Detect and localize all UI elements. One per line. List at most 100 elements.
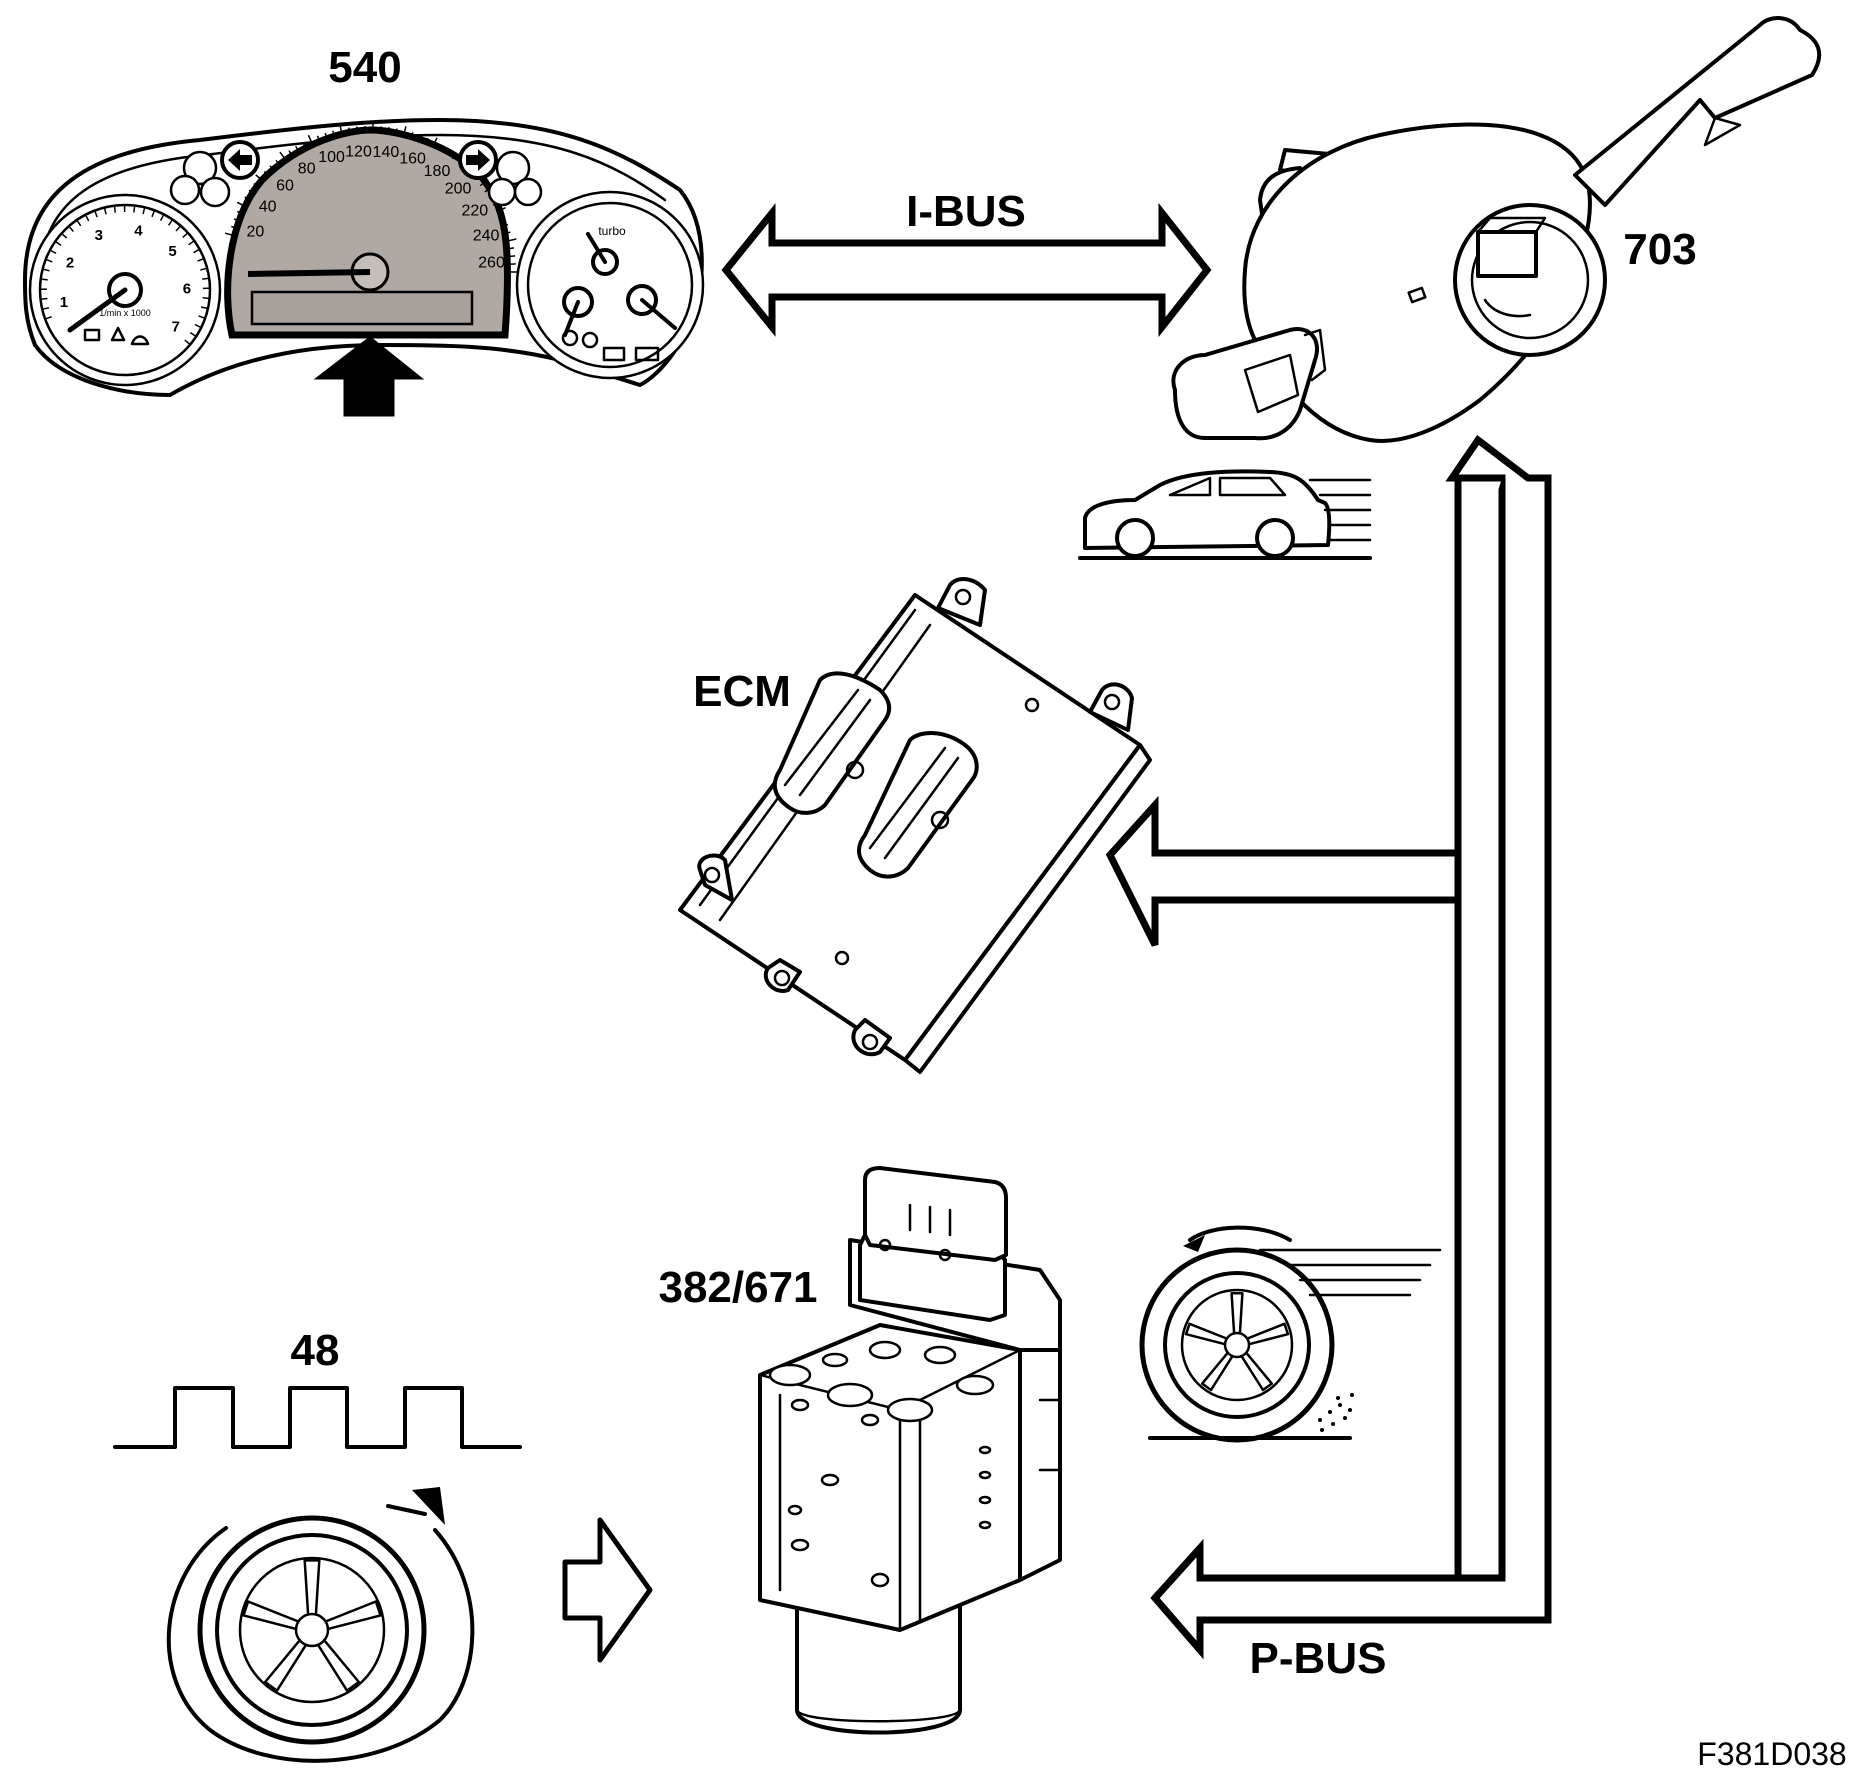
speedometer-tick bbox=[253, 183, 259, 188]
speedometer-tick bbox=[395, 128, 398, 135]
speedometer-tick-label: 120 bbox=[345, 144, 372, 161]
tachometer-tick bbox=[49, 249, 57, 255]
speedometer-tick-label: 200 bbox=[445, 181, 472, 198]
tachometer-tick bbox=[151, 210, 156, 218]
speedometer-tick bbox=[417, 134, 422, 141]
speedometer-tick bbox=[445, 148, 450, 155]
tachometer-tick bbox=[175, 225, 182, 232]
wheel-spoke bbox=[1240, 1351, 1274, 1392]
tachometer-tick bbox=[42, 268, 50, 272]
tachometer-tick bbox=[84, 214, 90, 222]
wheel-hub bbox=[294, 1612, 330, 1648]
wheel-spoke bbox=[316, 1639, 361, 1692]
speedometer-tick bbox=[236, 210, 243, 215]
tachometer-tick-label: 2 bbox=[66, 254, 74, 271]
speedometer-tick bbox=[356, 126, 359, 133]
speedometer-tick-label: 240 bbox=[473, 228, 500, 245]
speedometer-tick bbox=[438, 144, 444, 151]
speedometer-tick-label: 140 bbox=[373, 144, 400, 161]
speedometer-tick bbox=[316, 135, 321, 142]
label-703: 703 bbox=[1623, 225, 1696, 274]
speedometer-tick bbox=[244, 196, 251, 201]
tachometer-tick-label: 4 bbox=[134, 223, 143, 240]
tachometer-tick bbox=[159, 214, 165, 221]
wheel-spin-icon bbox=[1139, 1225, 1442, 1443]
tachometer-tick bbox=[42, 306, 50, 311]
fuel-temp-gauges: turbo bbox=[515, 190, 705, 380]
fog-light-icon bbox=[169, 174, 201, 206]
wheel-spoke bbox=[1200, 1351, 1234, 1392]
tachometer-tick bbox=[194, 323, 202, 329]
tachometer-tick-label: 1 bbox=[60, 294, 68, 311]
i-bus-arrow bbox=[721, 202, 1212, 338]
tachometer-tick bbox=[198, 315, 206, 320]
label-382-671: 382/671 bbox=[658, 1263, 817, 1312]
steering-wheel-module bbox=[1171, 16, 1822, 443]
wheel-hub bbox=[1223, 1331, 1251, 1359]
tachometer-tick-label: 5 bbox=[168, 243, 176, 260]
speedometer-tick bbox=[506, 238, 517, 242]
wheel-spoke bbox=[263, 1639, 308, 1692]
speedometer-tick-label: 20 bbox=[247, 223, 265, 240]
ecm-arrow-upper bbox=[1105, 795, 1462, 947]
speedometer-tick-label: 260 bbox=[478, 254, 505, 271]
tachometer-tick bbox=[167, 219, 174, 226]
speedometer-tick bbox=[339, 124, 343, 135]
parking-brake-icon bbox=[487, 177, 517, 207]
tachometer-tick bbox=[202, 277, 210, 280]
wheel-spoke bbox=[242, 1600, 300, 1631]
rear-fog-icon bbox=[199, 176, 231, 208]
speedometer-tick bbox=[499, 216, 506, 220]
tachometer-tick-label: 7 bbox=[172, 319, 180, 336]
tachometer-tick bbox=[200, 306, 209, 310]
speedometer-tick bbox=[507, 247, 515, 250]
tachometer-tick bbox=[193, 248, 200, 254]
turn-signal-right-icon bbox=[458, 140, 498, 180]
speedometer-tick bbox=[288, 150, 293, 157]
speedometer-tick bbox=[233, 218, 240, 222]
headlight-icon bbox=[182, 150, 218, 186]
abs-control-unit bbox=[758, 1166, 1062, 1735]
speedometer-tick bbox=[224, 232, 235, 237]
label-ecm: ECM bbox=[693, 667, 791, 716]
tachometer-tick bbox=[40, 278, 48, 281]
speedometer-tick bbox=[231, 225, 238, 230]
wheel-spoke bbox=[1230, 1292, 1244, 1335]
tachometer-tick bbox=[188, 240, 195, 246]
speedometer-tick bbox=[332, 130, 336, 137]
tachometer-tick bbox=[184, 339, 191, 346]
tachometer-tick bbox=[200, 267, 208, 271]
speedometer-tick bbox=[496, 207, 506, 213]
speedometer-tick bbox=[509, 255, 516, 258]
tachometer-tick bbox=[76, 219, 82, 227]
sensor-signal-arrow bbox=[562, 1517, 653, 1663]
tachometer-tick bbox=[45, 258, 53, 263]
vehicle-speed-icon bbox=[1078, 469, 1372, 560]
tachometer-tick bbox=[40, 297, 48, 301]
speedometer-tick bbox=[479, 178, 489, 187]
speedometer-tick bbox=[236, 201, 247, 208]
tachometer-tick bbox=[61, 232, 68, 239]
tachometer-tick bbox=[113, 205, 117, 213]
speedometer-tick bbox=[302, 142, 307, 149]
label-48: 48 bbox=[291, 1326, 340, 1375]
tachometer-tick bbox=[133, 205, 136, 213]
speedometer-tick bbox=[348, 127, 351, 134]
speedometer-tick bbox=[255, 174, 264, 182]
speedometer-tick bbox=[424, 137, 429, 144]
wheel-spoke bbox=[324, 1600, 382, 1631]
label-p-bus: P-BUS bbox=[1250, 1634, 1387, 1683]
speedometer-tick-label: 60 bbox=[276, 178, 294, 195]
tachometer-tick bbox=[182, 232, 189, 239]
speedometer-tick bbox=[269, 165, 275, 171]
tachometer-tick bbox=[202, 297, 210, 300]
speedometer-tick-label: 180 bbox=[424, 163, 451, 180]
tachometer-tick-label: 3 bbox=[95, 227, 103, 244]
speedometer-tick bbox=[295, 145, 300, 152]
engine-control-module bbox=[678, 577, 1152, 1074]
wheel-spoke bbox=[1245, 1322, 1290, 1346]
speedometer-tick-label: 220 bbox=[461, 203, 488, 220]
